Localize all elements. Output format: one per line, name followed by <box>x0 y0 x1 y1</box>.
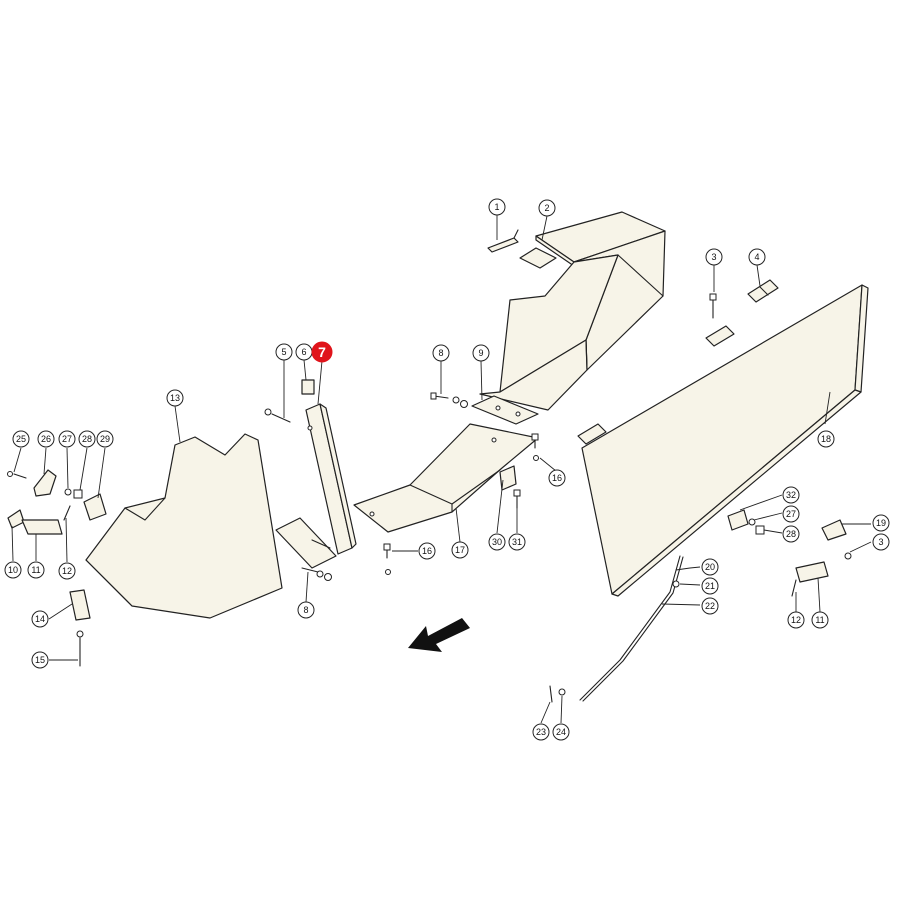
part-17-floor-plate <box>353 423 539 533</box>
svg-text:8: 8 <box>303 605 308 615</box>
callout: 28 <box>782 525 800 543</box>
svg-text:3: 3 <box>878 537 883 547</box>
svg-text:25: 25 <box>16 434 26 444</box>
callout: 30 <box>488 533 506 551</box>
svg-text:30: 30 <box>492 537 502 547</box>
svg-text:3: 3 <box>711 252 716 262</box>
svg-text:16: 16 <box>552 473 562 483</box>
part-18-side-panel <box>581 284 869 597</box>
callout: 22 <box>701 597 719 615</box>
direction-arrow <box>408 618 470 652</box>
callout: 4 <box>748 248 766 266</box>
callout: 25 <box>12 430 30 448</box>
callout: 21 <box>701 577 719 595</box>
callout: 2 <box>538 199 556 217</box>
callout: 27 <box>58 430 76 448</box>
callout: 23 <box>532 723 550 741</box>
callout: 16 <box>418 542 436 560</box>
callout: 10 <box>4 561 22 579</box>
callout: 8 <box>297 601 315 619</box>
svg-text:21: 21 <box>705 581 715 591</box>
part-4-hinge <box>577 279 779 445</box>
svg-text:19: 19 <box>876 518 886 528</box>
svg-text:15: 15 <box>35 655 45 665</box>
svg-text:23: 23 <box>536 727 546 737</box>
svg-text:2: 2 <box>544 203 549 213</box>
callout: 31 <box>508 533 526 551</box>
callout: 12 <box>787 611 805 629</box>
callout: 3 <box>705 248 723 266</box>
callout: 9 <box>472 344 490 362</box>
callout: 6 <box>295 343 313 361</box>
svg-text:17: 17 <box>455 545 465 555</box>
svg-text:32: 32 <box>786 490 796 500</box>
callout: 11 <box>27 561 45 579</box>
callout: 24 <box>552 723 570 741</box>
svg-text:31: 31 <box>512 537 522 547</box>
svg-text:11: 11 <box>815 615 824 625</box>
callout: 26 <box>37 430 55 448</box>
svg-text:10: 10 <box>8 565 18 575</box>
callout: 3 <box>872 533 890 551</box>
svg-text:16: 16 <box>422 546 432 556</box>
callout: 8 <box>432 344 450 362</box>
svg-text:11: 11 <box>31 565 40 575</box>
svg-text:28: 28 <box>786 529 796 539</box>
svg-text:27: 27 <box>786 509 796 519</box>
part-9-bracket <box>471 395 539 425</box>
svg-text:24: 24 <box>556 727 566 737</box>
svg-text:14: 14 <box>35 614 45 624</box>
leader-lines <box>11 215 872 724</box>
callout: 11 <box>811 611 829 629</box>
part-1-strip <box>487 229 519 253</box>
callout: 32 <box>782 486 800 504</box>
svg-text:20: 20 <box>705 562 715 572</box>
hardware <box>7 293 852 703</box>
svg-text:1: 1 <box>494 202 499 212</box>
svg-text:4: 4 <box>754 252 759 262</box>
callout: 17 <box>451 541 469 559</box>
svg-text:28: 28 <box>82 434 92 444</box>
callout: 5 <box>275 343 293 361</box>
callout-highlighted: 7 <box>311 341 333 363</box>
callouts: 1 2 3 4 5 6 7 8 8 9 10 11 11 12 12 13 14… <box>4 198 890 741</box>
part-2-upper-channel <box>479 211 666 411</box>
svg-text:5: 5 <box>281 347 286 357</box>
callout: 29 <box>96 430 114 448</box>
svg-text:7: 7 <box>318 344 326 360</box>
part-13-cover <box>85 433 283 619</box>
callout: 14 <box>31 610 49 628</box>
callout: 19 <box>872 514 890 532</box>
callout: 13 <box>166 389 184 407</box>
callout: 18 <box>817 430 835 448</box>
callout: 12 <box>58 562 76 580</box>
part-7-post <box>275 403 357 569</box>
svg-text:22: 22 <box>705 601 715 611</box>
svg-text:27: 27 <box>62 434 72 444</box>
svg-text:29: 29 <box>100 434 110 444</box>
svg-text:12: 12 <box>791 615 801 625</box>
callout: 27 <box>782 505 800 523</box>
callout: 28 <box>78 430 96 448</box>
part-22-rod <box>579 555 684 702</box>
callout: 1 <box>488 198 506 216</box>
svg-text:12: 12 <box>62 566 72 576</box>
svg-text:18: 18 <box>821 434 831 444</box>
callout: 15 <box>31 651 49 669</box>
part-6-plate <box>301 379 315 395</box>
svg-text:9: 9 <box>478 348 483 358</box>
svg-text:13: 13 <box>170 393 180 403</box>
svg-text:26: 26 <box>41 434 51 444</box>
callout: 20 <box>701 558 719 576</box>
callout: 16 <box>548 469 566 487</box>
svg-text:8: 8 <box>438 348 443 358</box>
svg-text:6: 6 <box>301 347 306 357</box>
